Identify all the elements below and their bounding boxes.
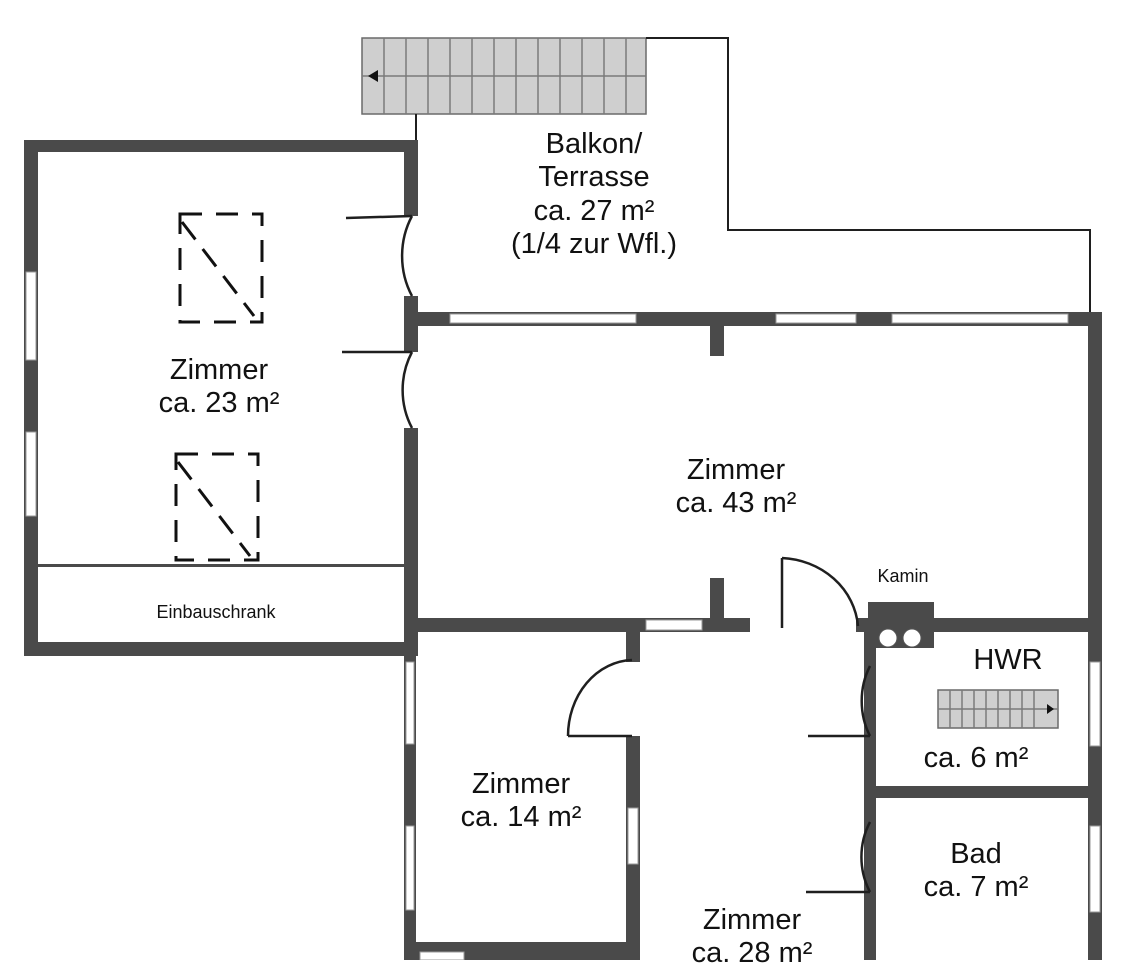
door-swing-icon [342, 350, 414, 429]
room-hwr-area: ca. 6 m² [923, 742, 1029, 774]
door-swing-icon [808, 665, 872, 738]
skylight-icon [178, 212, 264, 324]
room-area: ca. 27 m² [533, 194, 655, 227]
room-name: Zimmer [702, 904, 802, 936]
door-swing-icon [566, 658, 633, 738]
chimney-icon [868, 602, 934, 648]
room-area: ca. 28 m² [691, 937, 813, 970]
door-swing-icon [806, 821, 872, 894]
room-zimmer-23-label: Zimmer ca. 23 m² [159, 354, 280, 421]
skylight-icon [174, 452, 260, 562]
stairs-icon [361, 37, 647, 115]
room-area: ca. 43 m² [675, 487, 797, 520]
einbauschrank-label: Einbauschrank [156, 602, 276, 622]
room-zimmer-14-walls [404, 632, 640, 960]
room-name-2: Terrasse [538, 161, 650, 194]
stairs-icon [937, 689, 1059, 729]
room-area: ca. 23 m² [158, 387, 280, 420]
room-balkon-label: Balkon/ Terrasse ca. 27 m² (1/4 zur Wfl.… [511, 128, 677, 261]
room-note: (1/4 zur Wfl.) [511, 228, 677, 261]
room-zimmer-23-walls [24, 140, 418, 656]
room-zimmer-14-label: Zimmer ca. 14 m² [461, 768, 582, 835]
room-zimmer-43-label: Zimmer ca. 43 m² [676, 454, 797, 521]
room-area: ca. 14 m² [460, 801, 582, 834]
door-swing-icon [345, 214, 414, 297]
room-zimmer-28-label: Zimmer ca. 28 m² [692, 904, 813, 971]
room-name: Zimmer [471, 768, 571, 800]
room-name: Zimmer [169, 354, 269, 386]
room-hwr-name: HWR [973, 644, 1043, 676]
room-name: Bad [950, 838, 1002, 870]
balcony-outline [415, 37, 1091, 312]
room-name: Balkon/ [545, 128, 643, 160]
door-swing-icon [780, 556, 860, 628]
room-name: Zimmer [686, 454, 786, 486]
kamin-label: Kamin [877, 566, 929, 586]
room-hwr-walls [864, 618, 1102, 960]
room-area: ca. 7 m² [923, 871, 1029, 904]
room-bad-label: Bad ca. 7 m² [924, 838, 1029, 905]
